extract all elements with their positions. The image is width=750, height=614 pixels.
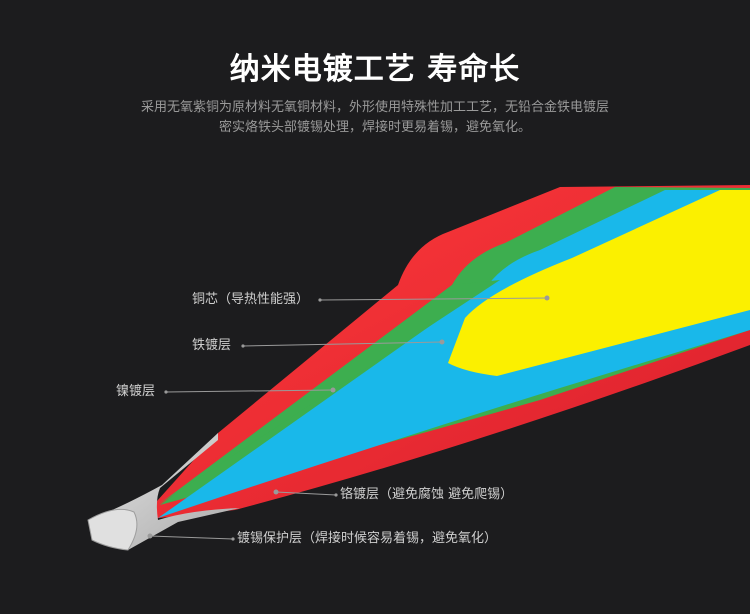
description-line-2: 密实烙铁头部镀锡处理，焊接时更易着锡，避免氧化。 bbox=[218, 120, 531, 135]
label-copper-core: 铜芯（导热性能强） bbox=[192, 292, 310, 307]
leader-nickel bbox=[164, 387, 336, 394]
nickel-layer-tip bbox=[158, 280, 500, 505]
label-iron-layer: 铁镀层 bbox=[192, 338, 232, 353]
leader-chrome bbox=[273, 489, 338, 497]
leader-iron bbox=[241, 339, 445, 348]
description-line-1: 采用无氧紫铜为原材料无氧铜材料，外形使用特殊性加工工艺，无铅合金铁电镀层 bbox=[140, 100, 609, 115]
description: 采用无氧紫铜为原材料无氧铜材料，外形使用特殊性加工工艺，无铅合金铁电镀层 密实烙… bbox=[0, 98, 750, 138]
leader-tin bbox=[147, 533, 235, 541]
leader-copper bbox=[318, 295, 550, 302]
copper-core-shape bbox=[448, 190, 750, 376]
header: 纳米电镀工艺 寿命长 采用无氧紫铜为原材料无氧铜材料，外形使用特殊性加工工艺，无… bbox=[0, 48, 750, 138]
label-nickel-layer: 镍镀层 bbox=[116, 384, 156, 399]
label-chrome-layer: 铬镀层（避免腐蚀 避免爬锡） bbox=[340, 487, 514, 502]
page-title: 纳米电镀工艺 寿命长 bbox=[229, 52, 521, 87]
tin-tip-bevel bbox=[87, 508, 138, 551]
label-tin-layer: 镀锡保护层（焊接时候容易着锡，避免氧化） bbox=[237, 531, 498, 546]
